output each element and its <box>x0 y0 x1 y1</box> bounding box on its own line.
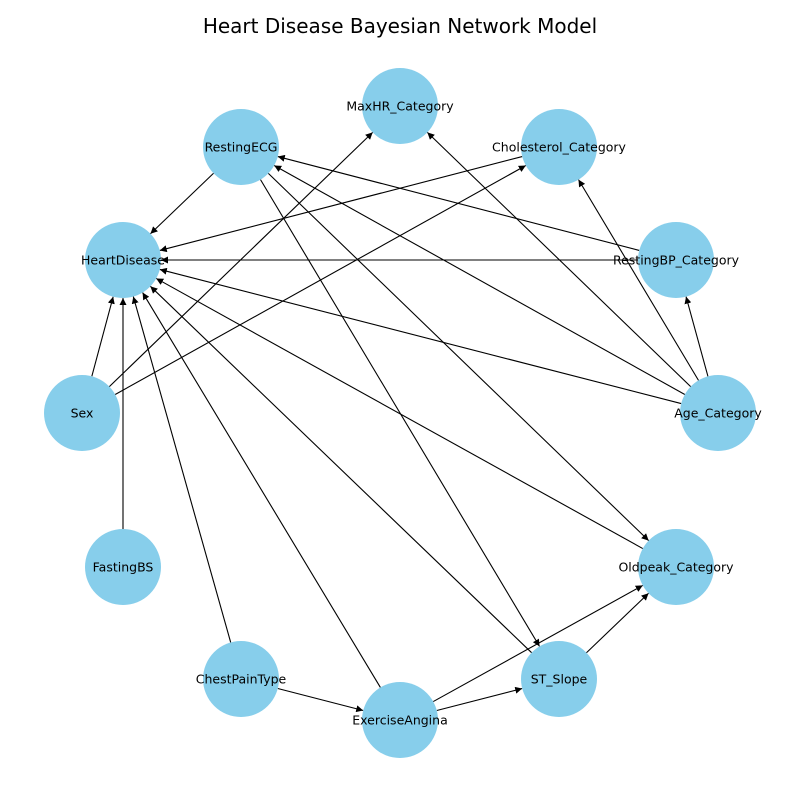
edge-ChestPainType-to-ExerciseAngina <box>277 687 364 713</box>
edge-Sex-to-MaxHR_Category <box>108 131 374 388</box>
node-Age_Category: Age_Category <box>674 375 762 451</box>
node-label: HeartDisease <box>81 253 165 268</box>
node-label: ST_Slope <box>531 672 588 687</box>
edge-ST_Slope-to-Oldpeak_Category <box>586 592 649 654</box>
edge-ExerciseAngina-to-HeartDisease <box>142 292 381 688</box>
edge-Sex-to-HeartDisease <box>91 296 115 377</box>
diagram-title: Heart Disease Bayesian Network Model <box>203 14 597 38</box>
node-ST_Slope: ST_Slope <box>521 641 597 717</box>
node-label: MaxHR_Category <box>346 99 454 114</box>
edge-ExerciseAngina-to-ST_Slope <box>436 686 523 712</box>
node-circle <box>85 222 161 298</box>
node-Cholesterol_Category: Cholesterol_Category <box>492 109 627 185</box>
node-circle <box>362 68 438 144</box>
node-circle <box>203 109 279 185</box>
node-circle <box>44 375 120 451</box>
edge-Age_Category-to-RestingECG <box>273 165 686 395</box>
node-Sex: Sex <box>44 375 120 451</box>
node-label: ChestPainType <box>196 672 287 687</box>
node-circle <box>362 682 438 758</box>
edge-Age_Category-to-HeartDisease <box>159 267 682 405</box>
node-label: FastingBS <box>93 560 154 575</box>
edge-RestingECG-to-ST_Slope <box>260 179 540 647</box>
node-circle <box>203 641 279 717</box>
node-label: Oldpeak_Category <box>618 560 734 575</box>
node-HeartDisease: HeartDisease <box>81 222 165 298</box>
node-RestingBP_Category: RestingBP_Category <box>613 222 740 298</box>
edge-RestingBP_Category-to-RestingECG <box>277 154 640 251</box>
edge-ExerciseAngina-to-Oldpeak_Category <box>432 584 644 703</box>
node-ChestPainType: ChestPainType <box>196 641 287 717</box>
node-MaxHR_Category: MaxHR_Category <box>346 68 454 144</box>
edge-Age_Category-to-MaxHR_Category <box>426 131 692 388</box>
node-circle <box>680 375 756 451</box>
edge-ChestPainType-to-HeartDisease <box>131 296 232 643</box>
edge-RestingECG-to-Oldpeak_Category <box>267 172 650 542</box>
node-circle <box>521 109 597 185</box>
node-ExerciseAngina: ExerciseAngina <box>352 682 448 758</box>
edge-Oldpeak_Category-to-HeartDisease <box>155 277 644 550</box>
edge-ST_Slope-to-HeartDisease <box>150 285 532 654</box>
node-label: RestingBP_Category <box>613 253 740 268</box>
node-label: Age_Category <box>674 406 762 421</box>
edge-Age_Category-to-Cholesterol_Category <box>578 179 699 381</box>
node-circle <box>638 222 714 298</box>
node-FastingBS: FastingBS <box>85 529 161 605</box>
node-circle <box>521 641 597 717</box>
edge-Age_Category-to-RestingBP_Category <box>684 296 709 377</box>
nodes-layer: HeartDisease RestingECG MaxHR_CategoryChol… <box>44 68 762 758</box>
node-RestingECG: RestingECG <box>203 109 279 185</box>
node-label: RestingECG <box>205 140 278 155</box>
node-circle <box>638 529 714 605</box>
node-label: ExerciseAngina <box>352 713 447 728</box>
edge-RestingECG-to-HeartDisease <box>150 172 214 235</box>
node-label: Sex <box>71 406 94 421</box>
node-circle <box>85 529 161 605</box>
edge-Cholesterol_Category-to-HeartDisease <box>159 156 523 253</box>
node-label: Cholesterol_Category <box>492 140 627 155</box>
node-Oldpeak_Category: Oldpeak_Category <box>618 529 734 605</box>
edges-layer <box>91 131 709 713</box>
